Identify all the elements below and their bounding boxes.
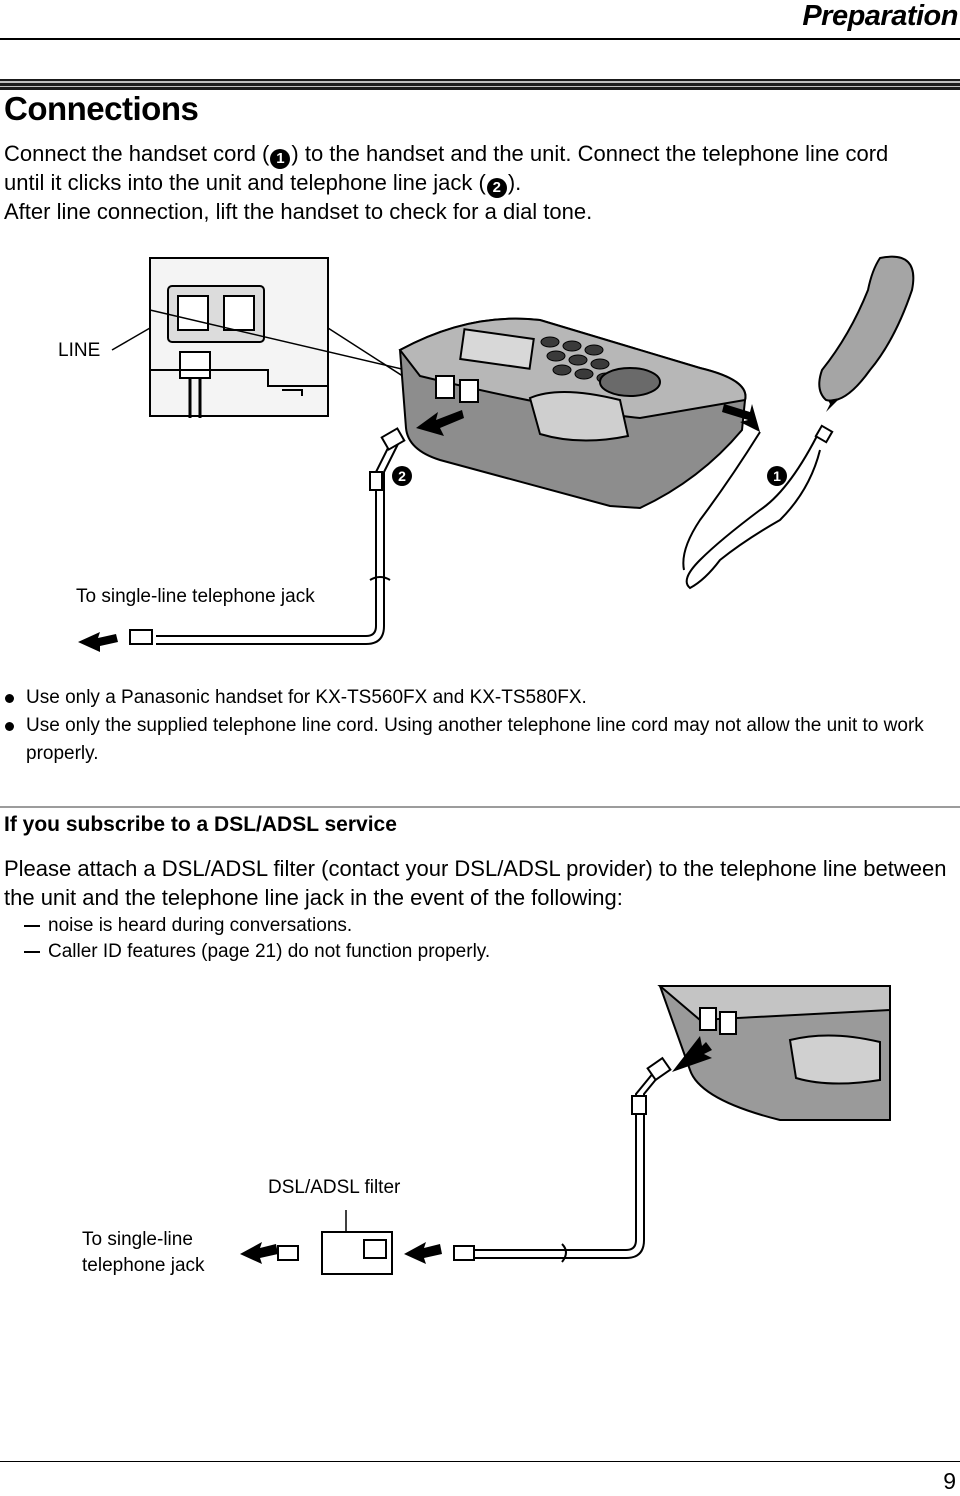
diagram-marker-1: 1 [767,466,787,486]
jack-label: To single-line telephone jack [76,586,315,607]
line-label: LINE [58,340,101,361]
connection-diagram: 2 1 [78,255,915,652]
coiled-handset-cord [682,429,821,590]
diagram-marker-2-text: 2 [398,468,406,484]
arrow-to-jack [240,1242,278,1264]
bullet-item: Use only the supplied telephone line cor… [4,712,954,768]
intro-line-2-start: until it clicks into the unit and teleph… [4,170,486,195]
dsl-filter-label: DSL/ADSL filter [268,1177,401,1198]
section-band [0,79,960,90]
dsl-heading: If you subscribe to a DSL/ADSL service [4,813,397,836]
diagram-marker-2: 2 [392,466,412,486]
arrow-into-unit [672,1036,712,1072]
bullet-item: Use only a Panasonic handset for KX-TS56… [4,684,954,712]
jack-arrow [78,632,118,652]
intro-line-1-end: ) to the handset and the unit. Connect t… [291,141,889,166]
arrow-to-filter [404,1242,442,1264]
plugs-2 [277,1056,672,1261]
header-section-title: Preparation [802,0,958,32]
bullet-list: Use only a Panasonic handset for KX-TS56… [4,684,954,768]
telephone-base-icon [398,317,747,510]
page-number: 9 [943,1468,956,1494]
marker-2-badge: 2 [486,178,507,198]
jack-closeup-inset [149,257,329,418]
intro-line-1: Connect the handset cord (1) to the hand… [4,139,888,169]
dsl-list-item: Caller ID features (page 21) do not func… [4,939,490,965]
page-title: Connections [4,90,199,127]
arrows [416,398,840,436]
intro-line-3: After line connection, lift the handset … [4,199,593,224]
header-rule [0,38,960,40]
cord-plugs [129,424,834,645]
intro-line-2-end: ). [507,170,522,195]
dsl-list-item: noise is heard during conversations. [4,913,352,939]
telephone-base-partial-icon [657,985,891,1121]
intro-line-1-start: Connect the handset cord ( [4,141,270,166]
subsection-rule [0,806,960,808]
marker-1-badge: 1 [270,149,291,169]
footer-rule [0,1461,960,1462]
line-cord-2 [474,1071,663,1263]
jack-label-2: To single-line telephone jack [82,1229,205,1276]
intro-line-2: until it clicks into the unit and teleph… [4,168,521,198]
dsl-filter-icon [321,1210,393,1275]
dsl-paragraph: Please attach a DSL/ADSL filter (contact… [4,856,947,910]
diagram-marker-1-text: 1 [773,468,781,484]
dsl-filter-diagram [240,985,891,1275]
phone-line-cord [156,439,401,645]
handset-icon [818,255,915,402]
